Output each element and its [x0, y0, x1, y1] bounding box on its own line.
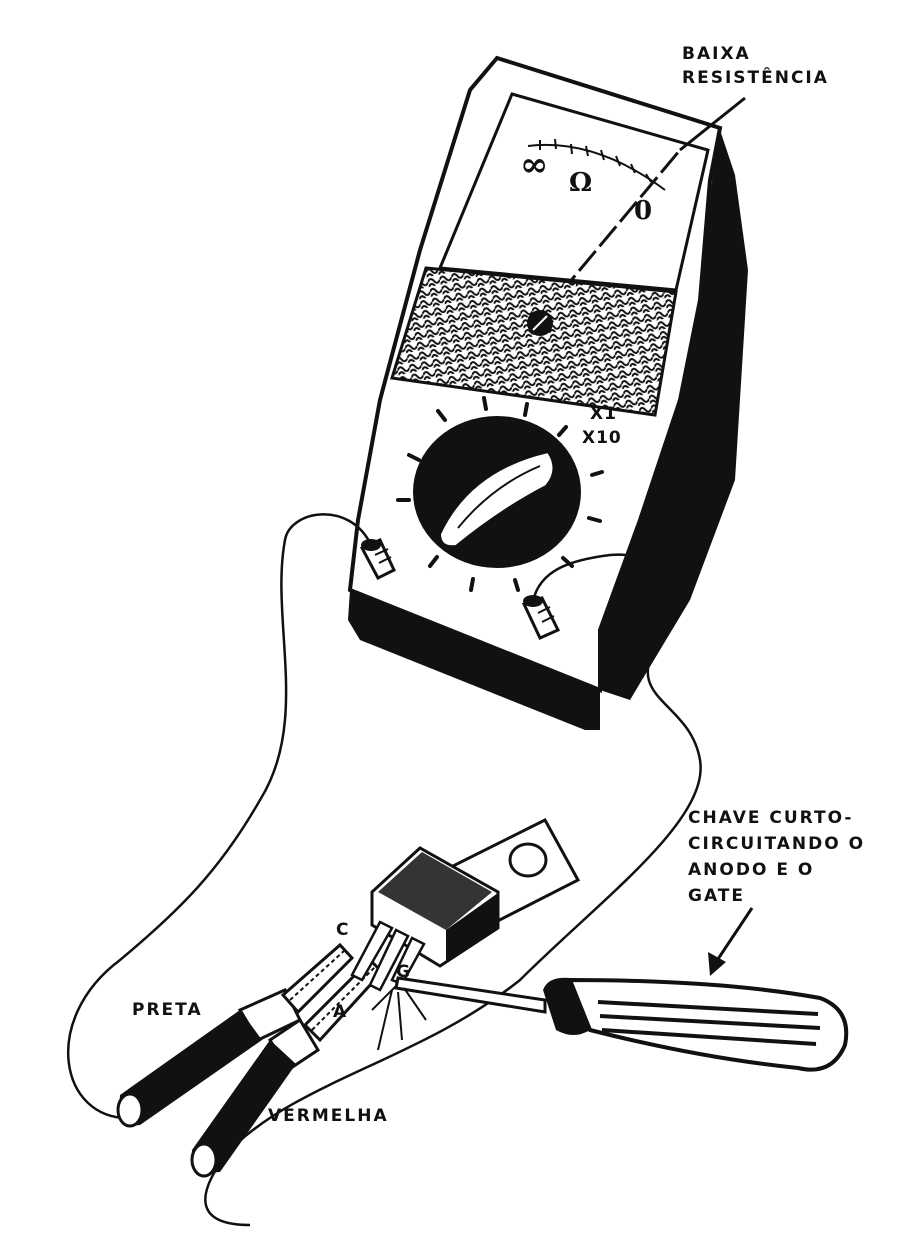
meter-grille-band — [390, 266, 678, 417]
screwdriver-shaft — [394, 976, 547, 1014]
range-x10-label: X10 — [582, 428, 622, 448]
scr-thyristor — [350, 818, 581, 992]
baixa-resistencia-line-2: RESISTÊNCIA — [682, 68, 829, 88]
pin-c-label: C — [336, 920, 349, 940]
chave-label-line-2: CIRCUITANDO O — [688, 834, 866, 854]
probe-preta-label: PRETA — [132, 1000, 203, 1020]
chave-arrow — [708, 907, 754, 976]
black-lead-wire — [67, 513, 373, 1120]
pin-g-label: G — [396, 962, 410, 982]
range-x1-label: X1 — [590, 404, 617, 424]
scr-mounting-hole — [508, 842, 548, 878]
scr-pin-a — [368, 928, 410, 992]
baixa-resistencia-line-1: BAIXA — [682, 44, 751, 64]
chave-label-line-3: ANODO E O — [688, 860, 815, 880]
screwdriver — [394, 976, 849, 1072]
meter-scale-ticks — [539, 138, 652, 183]
screwdriver-handle — [567, 977, 849, 1072]
red-lead-wire — [204, 553, 702, 1227]
black-probe — [116, 942, 355, 1128]
meter-display-window — [437, 92, 710, 292]
label-leader-resistencia — [679, 96, 746, 152]
screwdriver-ferrule — [543, 977, 590, 1035]
meter-bottom-face — [348, 590, 600, 730]
scale-zero-label: 0 — [634, 196, 653, 226]
contact-spark — [371, 985, 427, 1051]
probe-vermelha-label: VERMELHA — [268, 1106, 389, 1126]
scale-infinity-label: ∞ — [520, 145, 549, 185]
scr-pin-c — [350, 920, 394, 982]
chave-label-line-4: GATE — [688, 886, 745, 906]
scale-ohm-label: Ω — [569, 168, 593, 198]
chave-label-line-1: CHAVE CURTO- — [688, 808, 854, 828]
knob-grip — [438, 450, 555, 548]
pin-a-label: A — [333, 1002, 347, 1022]
